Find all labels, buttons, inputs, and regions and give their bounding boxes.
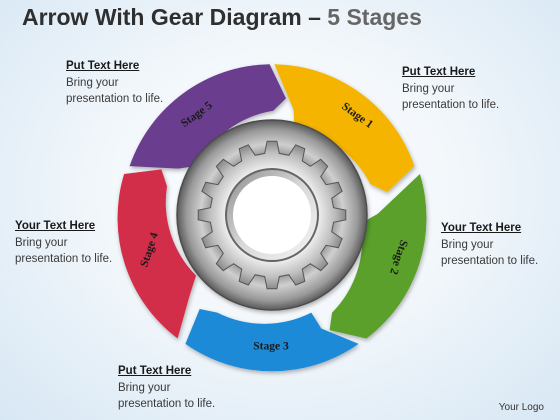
diagram-title: Arrow With Gear Diagram – 5 Stages [22, 4, 422, 31]
note-heading: Put Text Here [118, 365, 192, 377]
stage-arrow-4 [117, 169, 196, 339]
note-heading: Put Text Here [402, 66, 476, 78]
note-line: Bring your [15, 236, 68, 249]
note-top-left: Put Text Here Bring your presentation to… [66, 58, 163, 108]
stage-arrows [117, 64, 427, 372]
title-stage-count: 5 Stages [327, 4, 422, 30]
stage-label-3: Stage 3 [253, 341, 289, 353]
title-main: Arrow With Gear Diagram [22, 4, 302, 30]
note-line: presentation to life. [402, 99, 500, 111]
logo-placeholder: Your Logo [498, 402, 544, 413]
note-line: presentation to life. [441, 255, 539, 267]
note-top-right: Put Text Here Bring your presentation to… [402, 64, 499, 114]
note-heading: Your Text Here [441, 222, 522, 234]
stage-arrow-3 [185, 309, 359, 372]
note-bottom: Put Text Here Bring your presentation to… [118, 363, 215, 413]
stage-arrow-1 [274, 64, 415, 192]
note-heading: Put Text Here [66, 60, 140, 72]
note-line: presentation to life. [15, 253, 113, 265]
stage-arrow-2 [329, 174, 427, 339]
note-heading: Your Text Here [15, 220, 96, 232]
note-line: Bring your [118, 381, 171, 394]
note-line: Bring your [441, 238, 494, 251]
note-middle-left: Your Text Here Bring your presentation t… [15, 218, 112, 268]
title-separator: – [308, 4, 321, 30]
gear-icon [176, 119, 368, 311]
stage-arrow-5 [129, 64, 286, 169]
note-line: presentation to life. [66, 93, 164, 105]
note-line: Bring your [66, 76, 119, 89]
note-middle-right: Your Text Here Bring your presentation t… [441, 220, 538, 270]
note-line: Bring your [402, 82, 455, 95]
note-line: presentation to life. [118, 398, 216, 410]
